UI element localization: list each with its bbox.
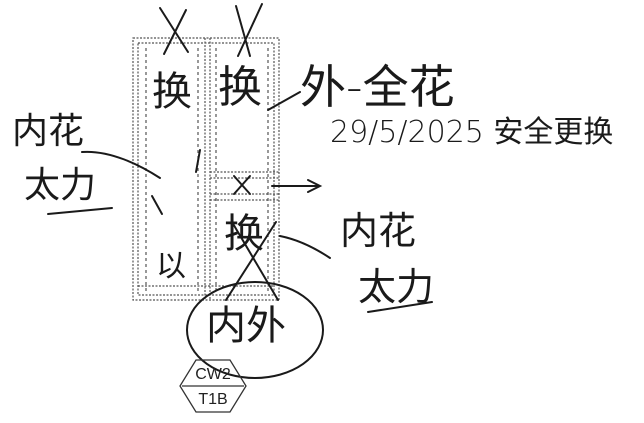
replacement-date-note: 29/5/2025 安全更换 [330,115,614,150]
left-note-line2: 太力 [24,165,97,206]
left-panel-bottom-mark: 以 [156,249,186,284]
hexagon-tag-outline [179,359,247,413]
left-panel-replace-mark: 换 [152,69,192,115]
right-panel-replace-mark-bottom: 换 [224,211,264,257]
right-panel-replace-mark-top: 换 [218,62,262,113]
outer-glass-note: 外-全花 [300,60,455,114]
tag-top-label: CW2 [195,366,231,383]
handwritten-strokes [47,3,433,379]
circled-inner-outer-note: 内外 [206,303,286,349]
right-note-line2: 太力 [358,265,435,309]
left-note-line1: 内花 [12,111,85,152]
window-frame [132,37,280,301]
tag-bottom-label: T1B [198,391,228,408]
right-note-line1: 内花 [340,209,417,253]
